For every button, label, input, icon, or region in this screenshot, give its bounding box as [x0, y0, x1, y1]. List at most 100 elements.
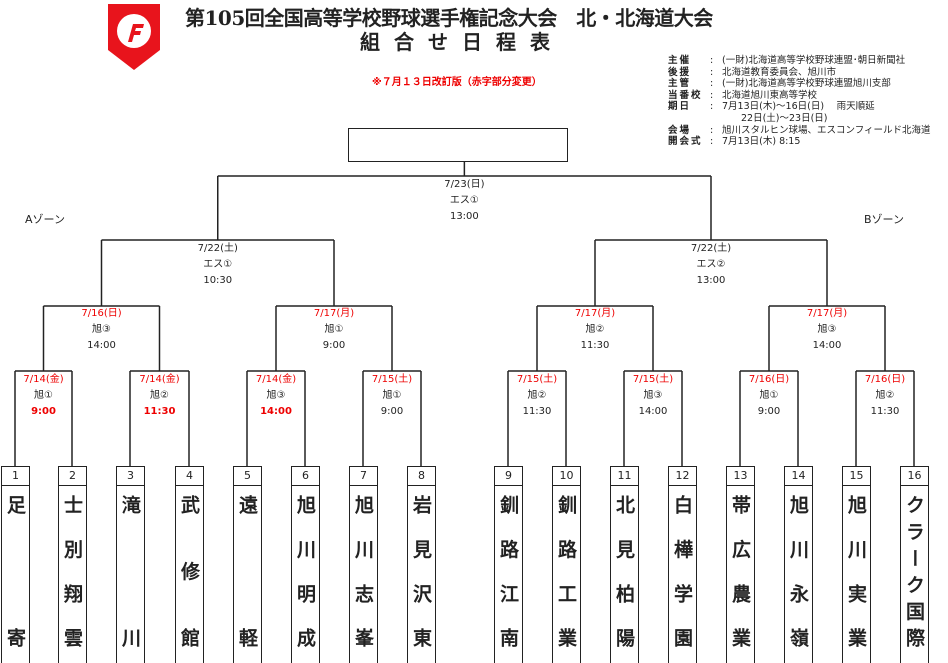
match-venue: 旭② — [585, 324, 605, 335]
match-date: 7/22(土) — [197, 243, 238, 254]
info-colon: : — [710, 78, 714, 90]
team-name: 帯広農業 — [729, 495, 751, 647]
team-slot: 5 遠軽 — [233, 466, 262, 663]
team-name: 岩見沢東 — [410, 495, 432, 647]
match-venue: 旭② — [527, 390, 547, 401]
match-time: 9:00 — [757, 406, 781, 417]
team-name: クラーク国際 — [903, 495, 925, 647]
zone-a-label: Aゾーン — [25, 213, 65, 226]
match-time: 14:00 — [638, 406, 668, 417]
match-venue: 旭② — [150, 390, 169, 401]
quarterfinal-match: 7/17(月) 旭① 9:00 — [274, 306, 394, 354]
team-slot: 11 北見柏陽 — [610, 466, 639, 663]
team-number: 1 — [2, 467, 29, 486]
match-venue: 旭③ — [817, 324, 837, 335]
logo-icon — [108, 4, 160, 70]
match-date: 7/16(日) — [748, 374, 790, 385]
match-time: 10:30 — [203, 275, 233, 286]
info-value: 北海道旭川東高等学校 — [722, 89, 818, 101]
info-value: 22日(土)～23日(日) — [722, 112, 828, 124]
page-title: 第105回全国高等学校野球選手権記念大会 北・北海道大会 — [185, 6, 713, 30]
info-key: 開会式 — [668, 136, 703, 148]
match-time: 13:00 — [696, 275, 726, 286]
team-name: 北見柏陽 — [613, 495, 635, 647]
info-colon: : — [710, 55, 714, 66]
team-number: 5 — [234, 467, 261, 486]
team-number: 4 — [176, 467, 203, 486]
team-number: 7 — [350, 467, 377, 486]
tournament-info: 主催:(一財)北海道高等学校野球連盟･朝日新聞社後援:北海道教育委員会、旭川市主… — [668, 55, 931, 148]
match-date: 7/23(日) — [444, 179, 485, 190]
match-time: 11:30 — [870, 406, 900, 417]
match-date: 7/14(金) — [139, 374, 180, 385]
match-venue: 旭① — [759, 390, 779, 401]
info-row: 主管:(一財)北海道高等学校野球連盟旭川支部 — [668, 78, 931, 90]
info-value: 7月13日(木) 8:15 — [722, 136, 801, 148]
info-value: (一財)北海道高等学校野球連盟旭川支部 — [722, 78, 891, 90]
info-key: 当番校 — [668, 89, 703, 101]
team-number: 11 — [611, 467, 638, 486]
quarterfinal-match: 7/17(月) 旭③ 14:00 — [767, 306, 887, 354]
team-slot: 3 滝川 — [116, 466, 145, 663]
match-venue: 旭① — [324, 324, 344, 335]
match-date: 7/22(土) — [690, 243, 732, 254]
match-time: 14:00 — [812, 340, 842, 351]
team-number: 3 — [117, 467, 144, 486]
team-number: 14 — [785, 467, 812, 486]
info-row: 会場:旭川スタルヒン球場、エスコンフィールド北海道 — [668, 125, 931, 137]
match-date: 7/17(月) — [806, 308, 848, 319]
page-subtitle: 組合せ日程表 — [360, 30, 564, 54]
match-venue: エス① — [449, 195, 479, 206]
team-name: 遠軽 — [236, 495, 258, 647]
match-venue: 旭① — [34, 390, 53, 401]
match-venue: 旭③ — [92, 324, 111, 335]
info-colon: : — [710, 124, 714, 136]
match-date: 7/17(月) — [313, 308, 355, 319]
first-round-match: 7/14(金) 旭① 9:00 — [0, 372, 104, 420]
team-slot: 10 釧路工業 — [552, 466, 581, 663]
match-time: 13:00 — [449, 211, 479, 222]
info-key: 後援 — [668, 66, 692, 78]
team-number: 2 — [59, 467, 86, 486]
match-time: 9:00 — [380, 406, 404, 417]
team-name: 旭川実業 — [845, 495, 867, 647]
zone-b-label: Bゾーン — [864, 213, 904, 226]
first-round-match: 7/16(日) 旭① 9:00 — [709, 372, 829, 420]
info-colon: : — [710, 136, 714, 148]
team-name: 釧路工業 — [555, 495, 577, 647]
info-row: 期日:7月13日(木)～16日(日) 雨天順延 — [668, 101, 931, 113]
match-time: 9:00 — [31, 406, 56, 417]
info-row: 22日(土)～23日(日) — [668, 113, 931, 125]
match-date: 7/15(土) — [632, 374, 674, 385]
team-name: 釧路江南 — [497, 495, 519, 647]
match-time: 9:00 — [322, 340, 346, 351]
team-number: 13 — [727, 467, 754, 486]
team-number: 10 — [553, 467, 580, 486]
info-key: 期日 — [668, 101, 692, 113]
team-number: 8 — [408, 467, 435, 486]
match-date: 7/14(金) — [23, 374, 64, 385]
team-number: 6 — [292, 467, 319, 486]
match-time: 14:00 — [87, 340, 116, 351]
team-name: 滝川 — [119, 495, 141, 647]
match-time: 11:30 — [522, 406, 552, 417]
info-key: 会場 — [668, 124, 692, 136]
match-date: 7/17(月) — [574, 308, 616, 319]
match-time: 11:30 — [580, 340, 610, 351]
info-row: 当番校:北海道旭川東高等学校 — [668, 90, 931, 102]
team-number: 12 — [669, 467, 696, 486]
info-key: 主催 — [668, 55, 692, 66]
